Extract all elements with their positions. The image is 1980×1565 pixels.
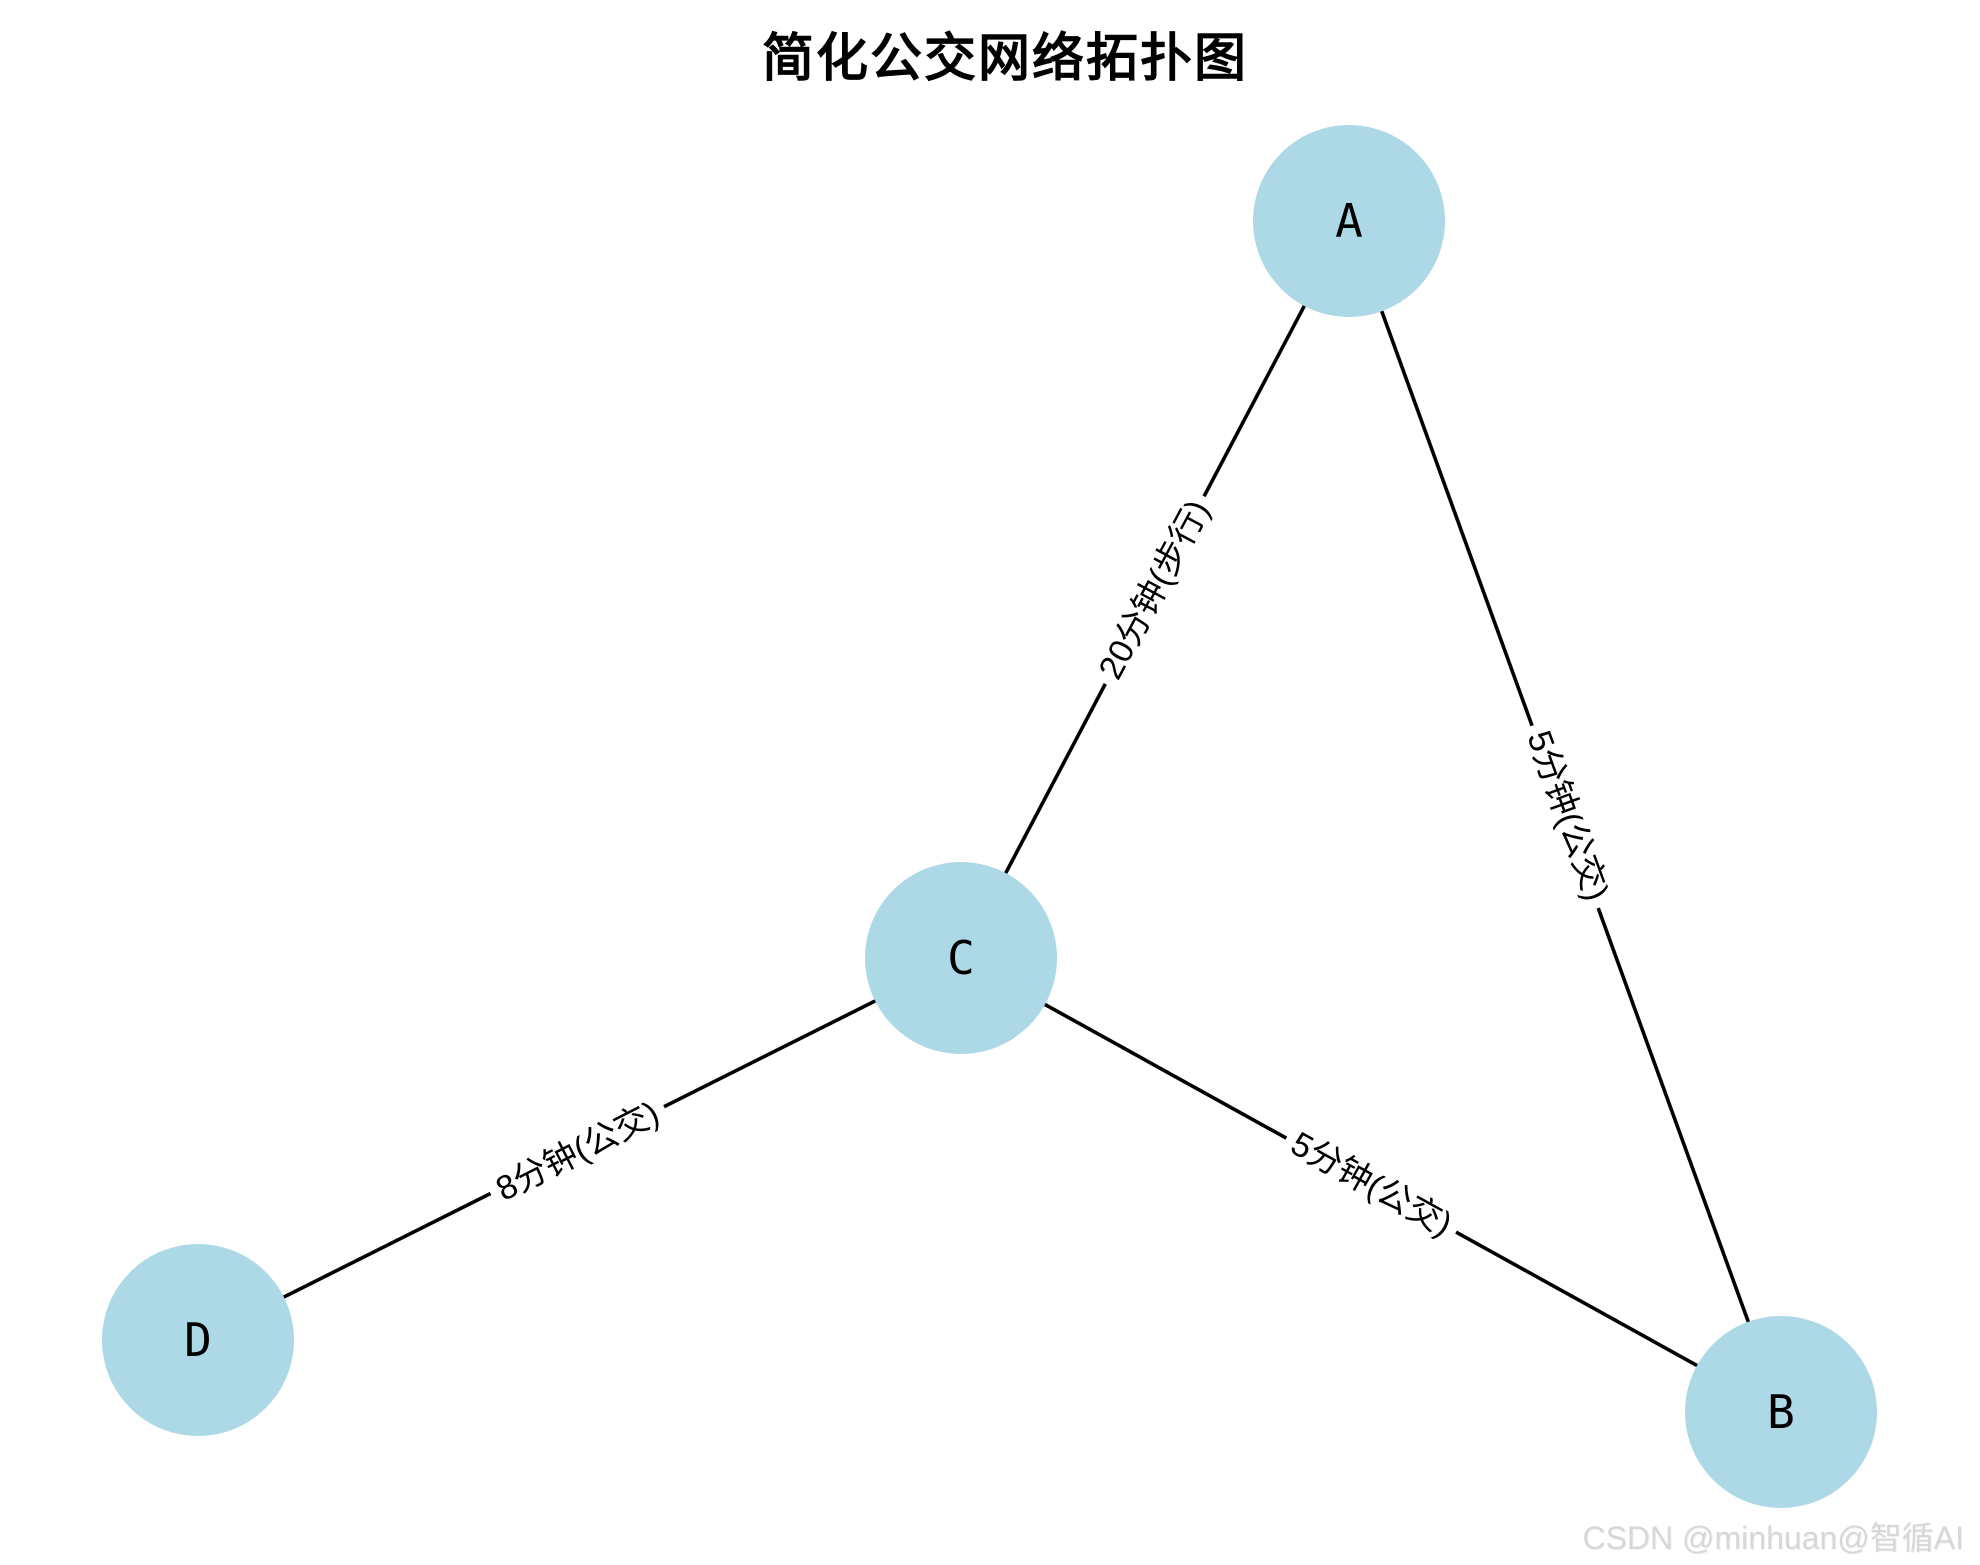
node-a: A <box>1253 125 1445 317</box>
node-c-label: C <box>947 931 975 985</box>
node-a-label: A <box>1335 194 1363 248</box>
node-b: B <box>1685 1316 1877 1508</box>
node-d-label: D <box>184 1313 212 1367</box>
watermark: CSDN @minhuan@智循AI <box>1582 1520 1964 1556</box>
diagram-title: 简化公交网络拓扑图 <box>761 30 1249 88</box>
node-d: D <box>102 1244 294 1436</box>
node-b-label: B <box>1767 1385 1795 1439</box>
node-c: C <box>865 862 1057 1054</box>
